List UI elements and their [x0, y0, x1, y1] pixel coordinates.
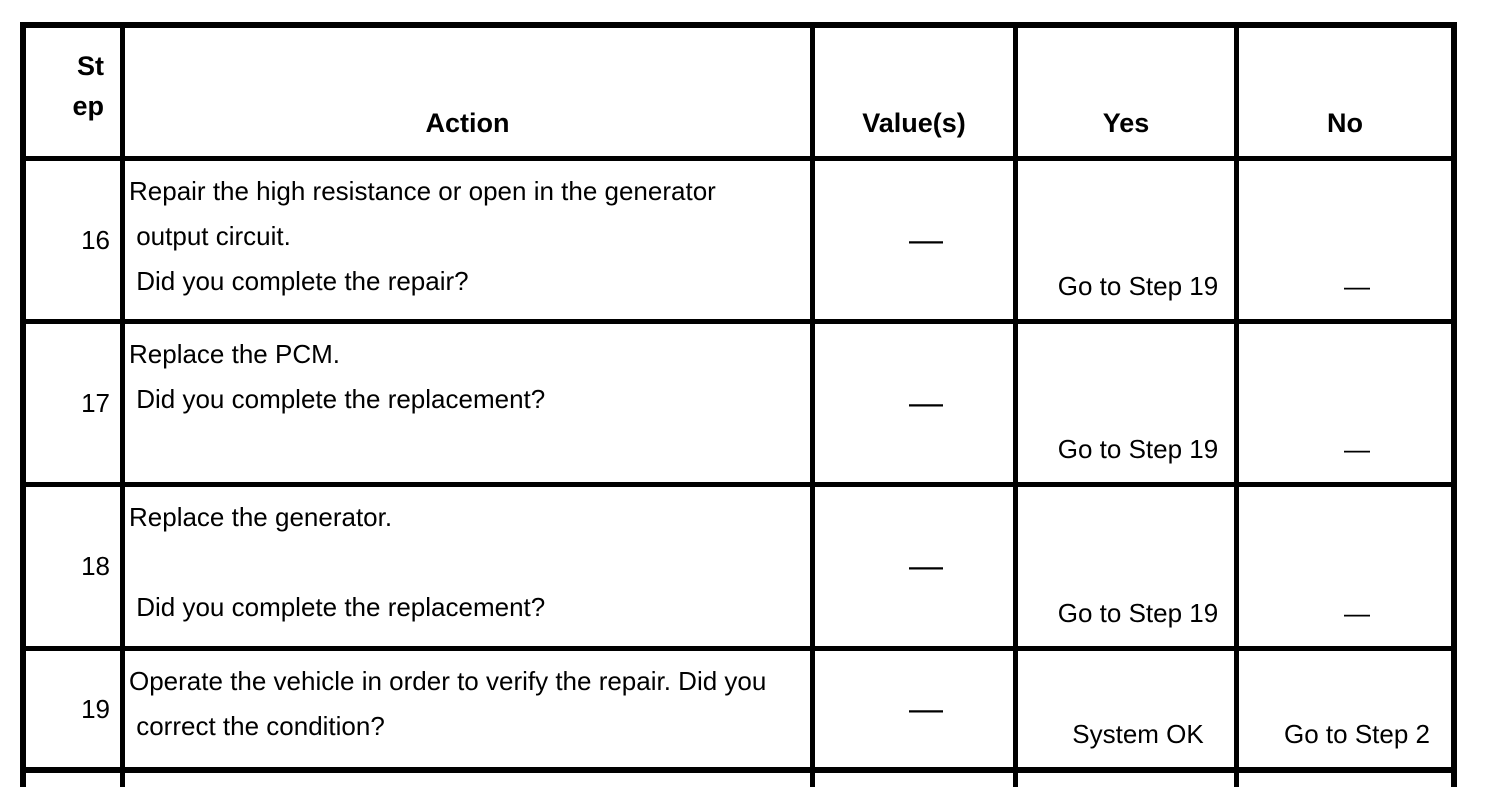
column-header-step-line2: ep [72, 90, 104, 121]
table-rule-stub [1013, 773, 1018, 787]
step-number: 18 [26, 487, 125, 651]
value-cell: — [815, 487, 1018, 651]
step-number: 17 [26, 324, 125, 487]
yes-cell: Go to Step 19 [1018, 487, 1239, 651]
action-text: Operate the vehicle in order to verify t… [125, 651, 815, 767]
column-header-step: St ep [26, 28, 125, 161]
yes-cell: Go to Step 19 [1018, 161, 1239, 324]
step-number: 16 [26, 161, 125, 324]
value-cell: — [815, 161, 1018, 324]
column-header-no: No [1239, 28, 1451, 161]
diagnostic-table: St ep Action Value(s) Yes No 16 Repair t… [20, 22, 1457, 773]
value-cell: — [815, 324, 1018, 487]
no-cell: — [1239, 161, 1451, 324]
table-rule-stub [20, 773, 26, 787]
action-text: Replace the generator. Did you complete … [125, 487, 815, 651]
table-rule-stub [1234, 773, 1239, 787]
table-rule-stub [120, 773, 125, 787]
value-cell: — [815, 651, 1018, 767]
table-rule-stub [1451, 773, 1457, 787]
table-rule-stub [810, 773, 815, 787]
column-header-step-line1: St [77, 50, 104, 81]
no-cell: Go to Step 2 [1284, 719, 1430, 749]
column-header-action: Action [125, 28, 815, 161]
no-cell: — [1239, 324, 1451, 487]
step-number: 19 [26, 651, 125, 767]
no-cell: — [1239, 487, 1451, 651]
yes-cell: System OK [1018, 651, 1239, 767]
column-header-yes: Yes [1018, 28, 1239, 161]
action-text: Repair the high resistance or open in th… [125, 161, 815, 324]
yes-cell: Go to Step 19 [1018, 324, 1239, 487]
action-text: Replace the PCM. Did you complete the re… [125, 324, 815, 487]
column-header-values: Value(s) [815, 28, 1018, 161]
